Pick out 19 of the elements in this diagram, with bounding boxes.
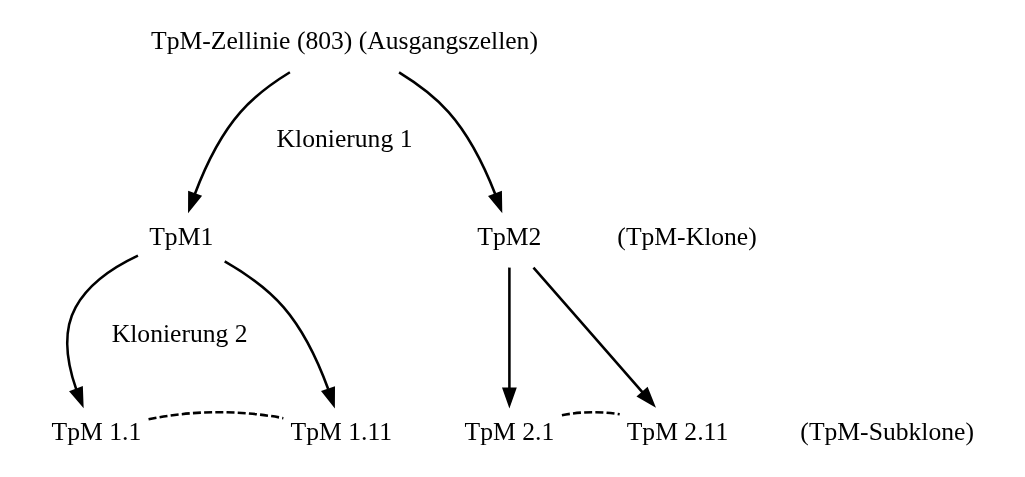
arrow: [501, 267, 517, 409]
arrow: [65, 254, 138, 409]
node-text: TpM1: [148, 221, 213, 251]
arrow: [223, 260, 335, 409]
label: Klonierung 1: [276, 123, 412, 153]
connector: [147, 410, 284, 421]
arrow: [532, 266, 656, 408]
node-text: TpM 1.1: [51, 416, 141, 446]
node-text: TpM 2.11: [626, 416, 728, 446]
arrow: [397, 71, 502, 214]
node-text: TpM2: [476, 221, 541, 251]
arrow: [187, 71, 291, 214]
node-text: TpM-Zellinie (803) (Ausgangszellen): [150, 26, 538, 56]
label: Klonierung 2: [111, 319, 248, 349]
label: (TpM-Klone): [616, 221, 757, 251]
node-text: TpM 1.11: [290, 416, 392, 446]
connector: [561, 410, 620, 417]
node-text: TpM 2.1: [464, 416, 554, 446]
label: (TpM-Subklone): [799, 416, 974, 446]
